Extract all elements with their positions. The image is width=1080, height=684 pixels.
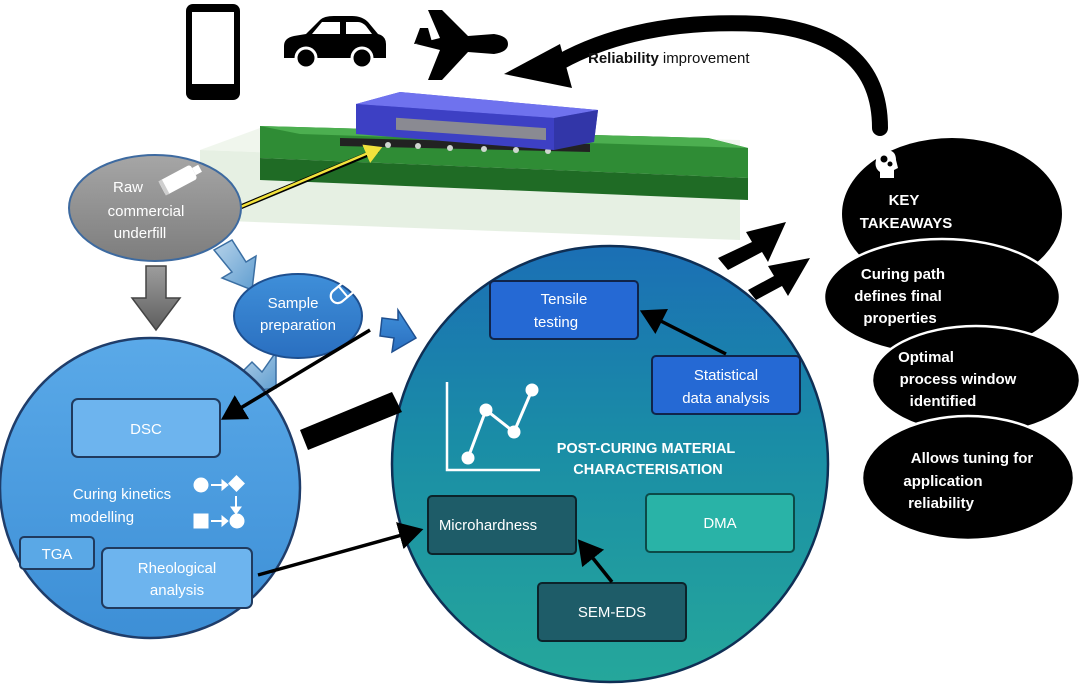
sample-line2: preparation bbox=[260, 317, 336, 334]
takeaway-3-line1: Allows tuning for bbox=[911, 450, 1034, 467]
tga-box bbox=[19, 536, 95, 570]
capsule-icon bbox=[329, 278, 357, 305]
takeaway-2-line1: Optimal bbox=[898, 349, 954, 366]
tensile-line2: testing bbox=[534, 314, 578, 331]
takeaway-3-line2: application bbox=[903, 473, 982, 490]
takeaway-item: Allows tuning for application reliabilit… bbox=[860, 414, 1076, 542]
sem-label: SEM-EDS bbox=[578, 604, 646, 621]
stat-line1: Statistical bbox=[694, 367, 758, 384]
smartphone-icon bbox=[186, 4, 240, 100]
kinetics-line2: modelling bbox=[70, 509, 134, 526]
sample-preparation-node: Sample preparation bbox=[233, 273, 363, 359]
arrow-to-takeaways-1 bbox=[718, 222, 786, 270]
head-gears-icon bbox=[875, 150, 898, 178]
raw-line1: Raw bbox=[113, 179, 143, 196]
sem-eds-box bbox=[537, 582, 687, 642]
raw-line2: commercial bbox=[108, 203, 185, 220]
takeaway-1-line3: properties bbox=[863, 310, 936, 327]
kinetics-icon bbox=[193, 475, 245, 529]
takeaway-item: Optimal process window identified bbox=[870, 324, 1080, 436]
key-takeaways: KEY TAKEAWAYS Curing path defines final … bbox=[822, 138, 1080, 542]
line-chart-icon bbox=[445, 382, 540, 472]
dma-label: DMA bbox=[703, 515, 736, 532]
takeaways-title-line1: KEY bbox=[889, 192, 920, 209]
post-curing-circle: Tensile testing Statistical data analysi… bbox=[390, 244, 830, 684]
takeaway-item: Curing path defines final properties bbox=[822, 237, 1062, 357]
rheological-box bbox=[101, 547, 253, 609]
thick-black-bar bbox=[300, 392, 402, 450]
package-illustration bbox=[200, 92, 748, 240]
curing-analysis-circle: DSC Curing kinetics modelling TGA Rheolo… bbox=[0, 336, 302, 640]
post-title-line2: CHARACTERISATION bbox=[573, 462, 723, 478]
dma-box bbox=[645, 493, 795, 553]
sample-line1: Sample bbox=[268, 295, 319, 312]
arrow-to-takeaways-2 bbox=[748, 258, 810, 300]
arrow-to-sample bbox=[212, 239, 257, 292]
dsc-label: DSC bbox=[130, 421, 162, 438]
down-arrow-gray bbox=[130, 265, 182, 332]
takeaway-2-line2: process window bbox=[900, 371, 1017, 388]
tensile-box bbox=[489, 280, 639, 340]
takeaway-1-line2: defines final bbox=[854, 288, 942, 305]
connector-arrows bbox=[221, 308, 727, 584]
takeaway-3-line3: reliability bbox=[908, 495, 975, 512]
raw-underfill-node: Raw commercial underfill bbox=[68, 154, 242, 262]
rheo-line2: analysis bbox=[150, 582, 204, 599]
dsc-box bbox=[71, 398, 221, 458]
rheo-line1: Rheological bbox=[138, 560, 216, 577]
feedback-label-bold: Reliability bbox=[588, 50, 660, 67]
post-title-line1: POST-CURING MATERIAL bbox=[557, 441, 736, 457]
stat-line2: data analysis bbox=[682, 390, 770, 407]
raw-line3: underfill bbox=[114, 225, 167, 242]
feedback-label-rest: improvement bbox=[663, 50, 751, 67]
takeaway-2-line3: identified bbox=[910, 393, 977, 410]
arrow-sample-to-post bbox=[379, 307, 418, 354]
tga-label: TGA bbox=[42, 546, 73, 563]
car-icon bbox=[284, 16, 386, 70]
tube-icon bbox=[158, 164, 202, 196]
statistical-box bbox=[651, 355, 801, 415]
airplane-icon bbox=[414, 10, 508, 80]
takeaway-1-line1: Curing path bbox=[861, 266, 945, 283]
tensile-line1: Tensile bbox=[541, 291, 588, 308]
takeaways-title-line2: TAKEAWAYS bbox=[860, 215, 953, 232]
microhardness-box bbox=[427, 495, 577, 555]
micro-label: Microhardness bbox=[439, 517, 537, 534]
kinetics-line1: Curing kinetics bbox=[73, 486, 171, 503]
